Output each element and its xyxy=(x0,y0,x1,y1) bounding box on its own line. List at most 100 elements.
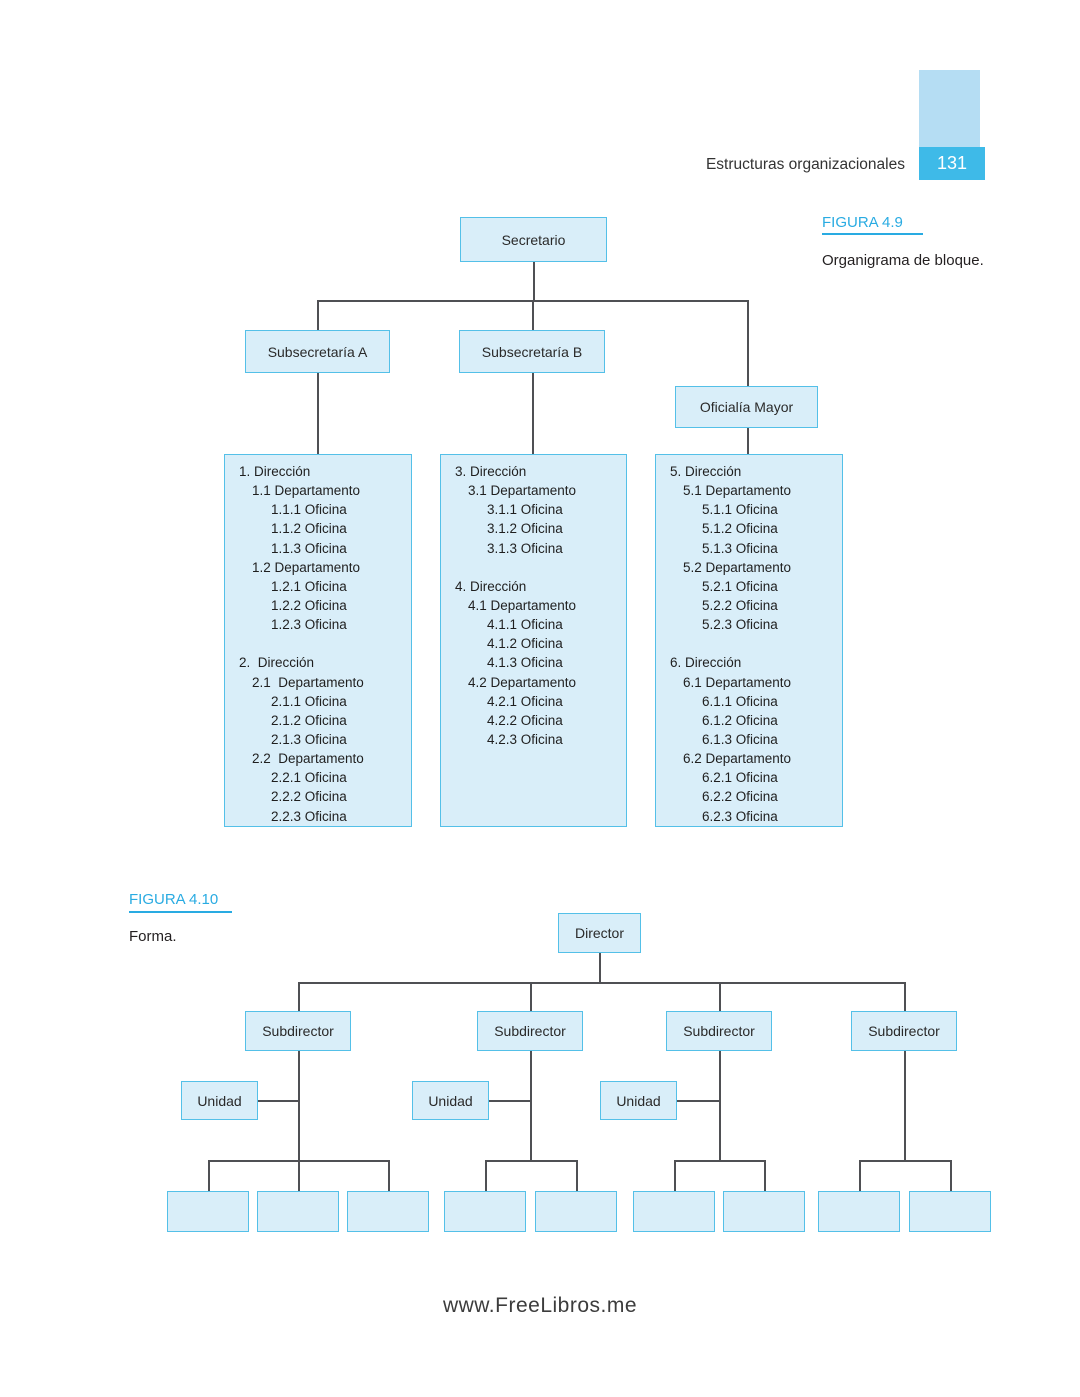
connector-line xyxy=(485,1160,487,1191)
org-box-leaf xyxy=(257,1191,339,1232)
connector-line xyxy=(532,373,534,454)
figure-4-9-label: FIGURA 4.9 xyxy=(822,214,903,231)
block-line: 1.2.3 Oficina xyxy=(271,617,347,633)
block-line: 6.1.3 Oficina xyxy=(702,731,778,747)
figure-4-10-underline xyxy=(129,911,232,913)
block-line: 3.1.3 Oficina xyxy=(487,540,563,556)
connector-line xyxy=(599,953,601,983)
org-box-subsecretaria-a: Subsecretaría A xyxy=(245,330,390,373)
org-box-subdirector-2: Subdirector xyxy=(477,1011,583,1051)
block-line: 4.2.3 Oficina xyxy=(487,731,563,747)
connector-line xyxy=(904,1051,906,1161)
org-box-unidad-1: Unidad xyxy=(181,1081,258,1120)
connector-line xyxy=(674,1160,676,1191)
org-box-leaf xyxy=(818,1191,900,1232)
connector-line xyxy=(719,1051,721,1161)
block-line: 5.1.2 Oficina xyxy=(702,521,778,537)
figure-4-9-underline xyxy=(822,233,923,235)
connector-line xyxy=(674,1160,764,1162)
block-line: 5.1 Departamento xyxy=(683,483,792,499)
block-line: 2.1 Departamento xyxy=(252,674,364,690)
block-line: 6.2.2 Oficina xyxy=(702,789,778,805)
connector-line xyxy=(719,982,721,1011)
connector-line xyxy=(317,373,319,454)
block-line: 6. Dirección xyxy=(670,655,742,671)
footer-url: www.FreeLibros.me xyxy=(442,1294,638,1317)
block-line: 2.1.3 Oficina xyxy=(271,731,347,747)
connector-line xyxy=(576,1160,578,1191)
block-line: 1.2.2 Oficina xyxy=(271,597,347,613)
block-line: 5.1.1 Oficina xyxy=(702,502,778,518)
connector-line xyxy=(747,300,749,386)
org-box-leaf xyxy=(633,1191,715,1232)
connector-line xyxy=(489,1100,530,1102)
connector-line xyxy=(298,982,300,1011)
block-line: 4.1.3 Oficina xyxy=(487,655,563,671)
block-line: 2.1.1 Oficina xyxy=(271,693,347,709)
connector-line xyxy=(532,300,534,330)
block-line: 6.1 Departamento xyxy=(683,674,792,690)
block-line: 1. Dirección xyxy=(239,464,311,479)
org-box-leaf xyxy=(723,1191,805,1232)
connector-line xyxy=(533,262,535,300)
page-tab-decoration xyxy=(919,70,980,147)
block-line: 5.1.3 Oficina xyxy=(702,540,778,556)
block-line: 1.1 Departamento xyxy=(252,483,361,499)
connector-line xyxy=(747,428,749,454)
block-line: 6.2.3 Oficina xyxy=(702,808,778,824)
connector-line xyxy=(298,982,905,984)
connector-line xyxy=(208,1160,388,1162)
block-line xyxy=(455,558,620,577)
block-line: 5.2.3 Oficina xyxy=(702,617,778,633)
running-head: Estructuras organizacionales xyxy=(705,156,905,173)
connector-line xyxy=(298,1051,300,1191)
block-line: 2.2.1 Oficina xyxy=(271,770,347,786)
block-line: 4.2 Departamento xyxy=(468,674,577,690)
block-line: 3.1.2 Oficina xyxy=(487,521,563,537)
block-line: 1.1.2 Oficina xyxy=(271,521,347,537)
block-line: 4.2.2 Oficina xyxy=(487,712,563,728)
block-line: 4. Dirección xyxy=(455,578,527,594)
block-line: 4.1.1 Oficina xyxy=(487,617,563,633)
block-line xyxy=(670,634,836,653)
block-line: 6.2 Departamento xyxy=(683,751,792,767)
connector-line xyxy=(530,982,532,1011)
page-number: 131 xyxy=(919,147,985,180)
block-line: 1.2 Departamento xyxy=(252,559,361,575)
block-line: 6.2.1 Oficina xyxy=(702,770,778,786)
connector-line xyxy=(388,1160,390,1191)
connector-line xyxy=(859,1160,950,1162)
block-line: 4.2.1 Oficina xyxy=(487,693,563,709)
org-box-subdirector-3: Subdirector xyxy=(666,1011,772,1051)
block-line: 2.2 Departamento xyxy=(252,751,364,767)
org-box-leaf xyxy=(909,1191,991,1232)
block-line: 5.2.1 Oficina xyxy=(702,578,778,594)
block-line: 1.1.1 Oficina xyxy=(271,502,347,518)
block-line: 6.1.2 Oficina xyxy=(702,712,778,728)
block-line: 3. Dirección xyxy=(455,464,527,479)
figure-4-10-label: FIGURA 4.10 xyxy=(129,891,219,908)
block-line: 3.1.1 Oficina xyxy=(487,502,563,518)
connector-line xyxy=(485,1160,576,1162)
org-box-leaf xyxy=(535,1191,617,1232)
connector-line xyxy=(317,300,319,330)
block-line: 5.2.2 Oficina xyxy=(702,597,778,613)
block-direccion-1-2: 1. Dirección 1.1 Departamento 1.1.1 Oficin… xyxy=(224,454,412,827)
org-box-leaf xyxy=(347,1191,429,1232)
org-box-unidad-2: Unidad xyxy=(412,1081,489,1120)
org-box-leaf xyxy=(167,1191,249,1232)
connector-line xyxy=(530,1051,532,1161)
figure-4-9-caption: Organigrama de bloque. xyxy=(822,252,984,269)
block-line: 2.2.3 Oficina xyxy=(271,808,347,824)
figure-4-10-caption: Forma. xyxy=(129,928,177,945)
connector-line xyxy=(764,1160,766,1191)
org-box-secretario: Secretario xyxy=(460,217,607,262)
connector-line xyxy=(258,1100,298,1102)
block-line: 1.2.1 Oficina xyxy=(271,578,347,594)
connector-line xyxy=(950,1160,952,1191)
block-line: 5.2 Departamento xyxy=(683,559,792,575)
org-box-subdirector-4: Subdirector xyxy=(851,1011,957,1051)
block-line: 2.2.2 Oficina xyxy=(271,789,347,805)
block-line: 4.1.2 Oficina xyxy=(487,636,563,652)
